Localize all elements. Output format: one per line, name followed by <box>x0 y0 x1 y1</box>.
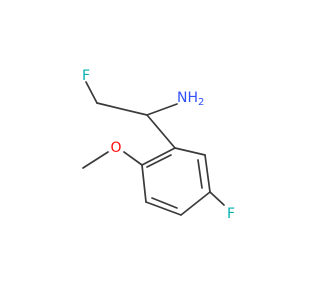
molecule-structure: F NH2 O F <box>82 68 235 222</box>
bond-ch2-f <box>85 81 98 104</box>
ring-bond-c6-c1 <box>174 147 206 156</box>
ring-bond-c5-c6 <box>204 154 211 193</box>
ring-bond-c4-c5 <box>180 191 211 216</box>
ring-double-bond-c1-c2 <box>146 154 172 168</box>
atom-label-amine: NH2 <box>177 90 204 108</box>
bond-o-methyl <box>82 151 109 169</box>
bond-ring-f <box>209 191 225 206</box>
bond-ch-ring <box>146 114 176 149</box>
bond-ring-o <box>123 151 143 166</box>
atom-label-f-ring: F <box>227 206 235 222</box>
bond-ch-n <box>146 103 178 116</box>
amine-subscript: 2 <box>198 97 204 108</box>
ring-bond-c3-c4 <box>145 201 182 216</box>
ring-bond-c2-c3 <box>141 164 147 203</box>
ring-double-bond-c3-c4 <box>151 197 178 209</box>
bond-ch2-ch <box>96 102 148 116</box>
atom-label-f-fluoromethyl: F <box>82 68 90 84</box>
ring-bond-c1-c2 <box>141 147 176 166</box>
atom-label-o-methoxy: O <box>110 140 121 156</box>
ring-double-bond-c5-c6 <box>197 159 203 189</box>
atom-labels: F NH2 O F <box>82 68 235 222</box>
amine-symbol: NH <box>177 90 198 106</box>
bonds <box>82 81 225 216</box>
